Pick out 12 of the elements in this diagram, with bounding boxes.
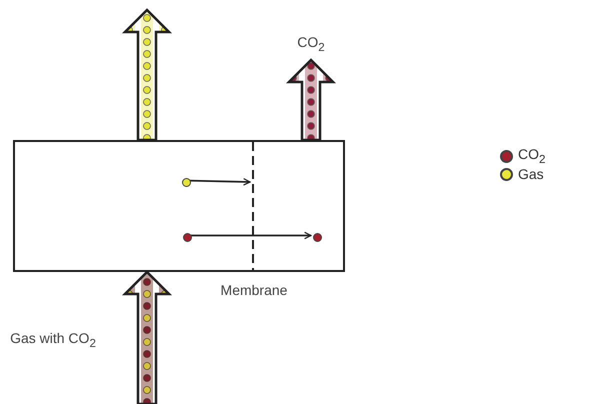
block-arrow — [286, 58, 336, 142]
membrane-module-box — [13, 140, 345, 272]
molecule-dot — [183, 233, 192, 242]
arrow — [190, 232, 312, 240]
block-arrow — [122, 270, 172, 404]
molecule-dot — [182, 178, 191, 187]
molecule-dot — [313, 233, 322, 242]
legend-text: CO$_{2}$ — [518, 146, 546, 168]
block-arrow — [122, 8, 172, 142]
legend-text: Gas — [518, 166, 544, 183]
arrow — [188, 178, 251, 186]
membrane-label: Membrane — [220, 282, 288, 299]
